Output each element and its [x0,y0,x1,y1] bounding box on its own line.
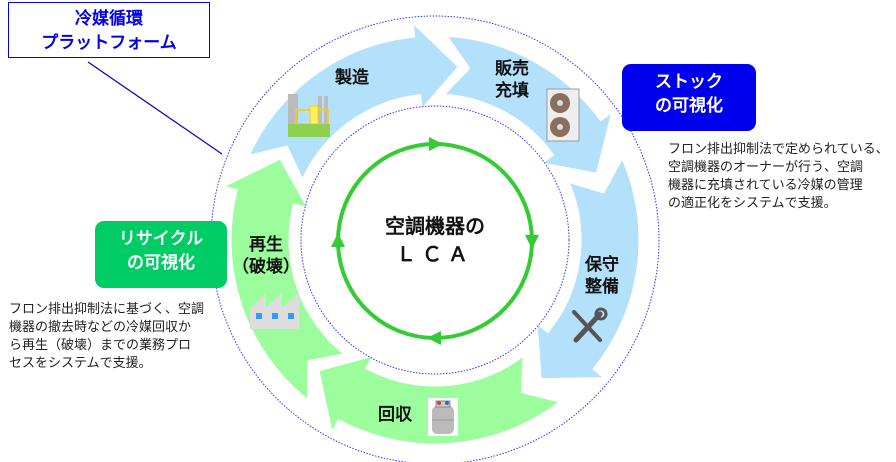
stage-recovery-label: 回収 [378,405,412,425]
recycle-badge-line2: の可視化 [127,253,195,273]
cycle-arrowhead-icon [525,235,539,249]
regen-line2: （破壊） [232,257,300,277]
desc-line: セスをシステムで支援。 [9,356,152,371]
inner-dotted-circle [300,105,570,375]
recycle-badge-line1: リサイクル [118,229,204,249]
arrow-maintenance [534,153,642,382]
stock-badge-line2: の可視化 [655,96,723,116]
recycle-description: フロン排出抑制法に基づく、空調 機器の撤去時などの冷媒回収か ら再生（破壊）まで… [9,301,204,373]
stage-regeneration-label: 再生 （破壊） [232,234,300,278]
desc-line: 機器の撤去時などの冷媒回収か [9,320,192,335]
stage-maintenance-label: 保守 整備 [585,254,619,298]
sales-line1: 販売 [495,59,529,79]
center-line1: 空調機器の [385,214,485,238]
platform-title-line1: 冷媒循環 [75,9,143,29]
desc-line: フロン排出抑制法で定められている、 [668,142,889,157]
stock-visualization-badge: ストック の可視化 [622,64,756,131]
arrow-regeneration [217,155,350,405]
stage-sales-label: 販売 充填 [495,58,529,102]
platform-leader-line [87,61,223,155]
desc-line: 空調機器のオーナーが行う、空調 [668,160,864,175]
center-lca-label: 空調機器の ＬＣＡ [355,212,515,268]
stock-badge-line1: ストック [655,72,723,92]
stock-description: フロン排出抑制法で定められている、 空調機器のオーナーが行う、空調 機器に充填さ… [668,141,889,213]
desc-line: の適正化をシステムで支援。 [668,196,837,211]
desc-line: フロン排出抑制法に基づく、空調 [9,302,205,317]
maintenance-line1: 保守 [585,255,619,275]
gas-cylinder-icon [428,398,458,436]
desc-line: 機器に充填されている冷媒の管理 [668,178,863,193]
cycle-arrowhead-icon [331,233,345,247]
platform-title-box: 冷媒循環 プラットフォーム [8,2,210,58]
cycle-arrowhead-icon [427,331,441,345]
arrow-sales [439,33,616,177]
stage-manufacture-label: 製造 [335,68,369,88]
factory-icon [288,94,330,137]
sales-line2: 充填 [495,81,529,101]
tools-icon [572,307,608,343]
maintenance-line2: 整備 [585,277,619,297]
regen-line1: 再生 [249,235,283,255]
recycling-plant-icon [250,293,299,329]
platform-title-line2: プラットフォーム [41,33,177,53]
center-line2: ＬＣＡ [396,242,474,266]
recycle-visualization-badge: リサイクル の可視化 [95,221,227,288]
cycle-arrowhead-icon [429,137,443,151]
ac-unit-icon [546,88,580,142]
desc-line: ら再生（破壊）までの業務プロ [9,338,192,353]
